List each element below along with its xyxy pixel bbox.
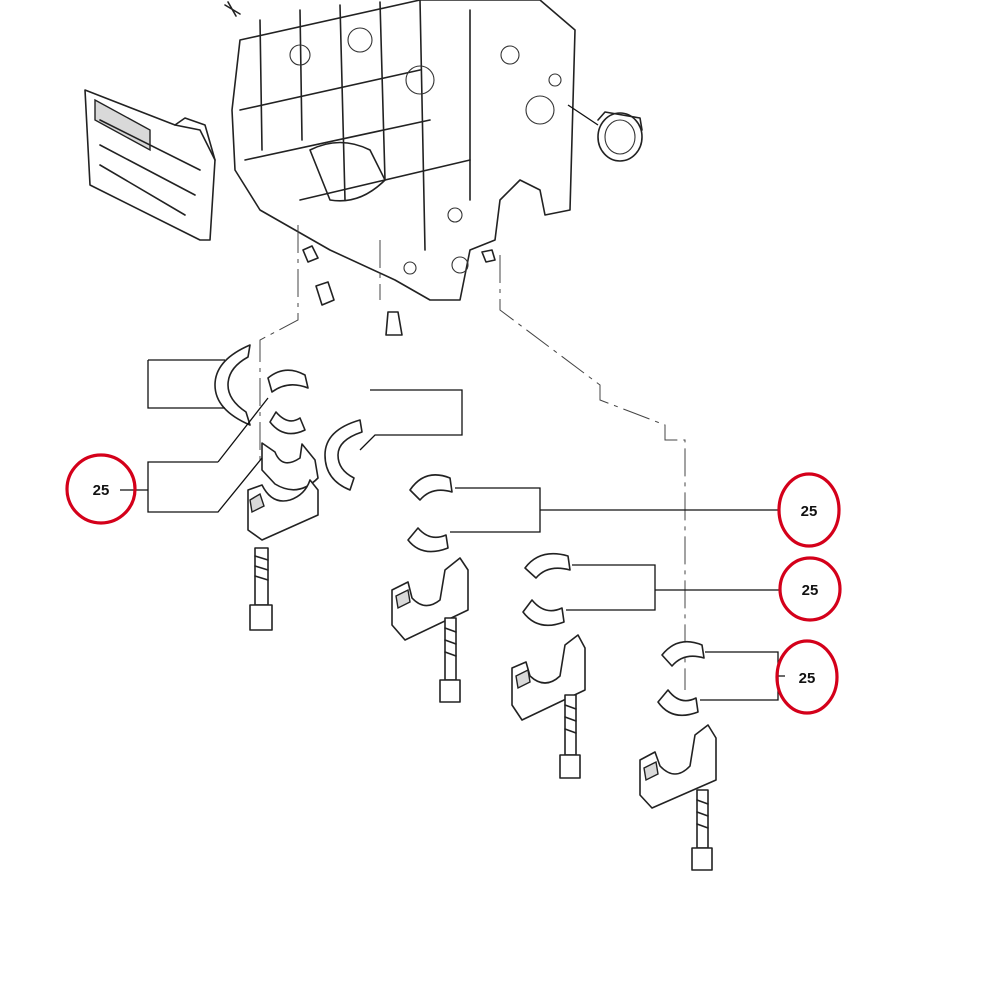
bearing-set-4: [639, 640, 717, 871]
leader-set-3: [566, 564, 780, 611]
callout-label: 25: [93, 482, 110, 499]
callout-25-right-2: 25: [778, 556, 842, 622]
bearing-set-2: [391, 474, 469, 703]
callout-label: 25: [802, 582, 819, 599]
callout-25-left: 25: [65, 453, 137, 525]
rear-seal: [567, 104, 643, 162]
plugs: [302, 245, 496, 336]
centre-lines: [259, 225, 686, 690]
callout-label: 25: [801, 503, 818, 520]
bearing-set-1: [214, 344, 363, 631]
callout-label: 25: [799, 670, 816, 687]
leader-set-4: [700, 651, 785, 701]
leader-set-2: [450, 487, 780, 533]
bearing-set-3: [511, 552, 586, 779]
callout-25-right-3: 25: [775, 639, 839, 715]
callout-25-right-1: 25: [777, 472, 841, 548]
leaders-set-1: [120, 359, 463, 513]
side-cover: [84, 89, 216, 241]
engine-block: [224, 0, 576, 301]
